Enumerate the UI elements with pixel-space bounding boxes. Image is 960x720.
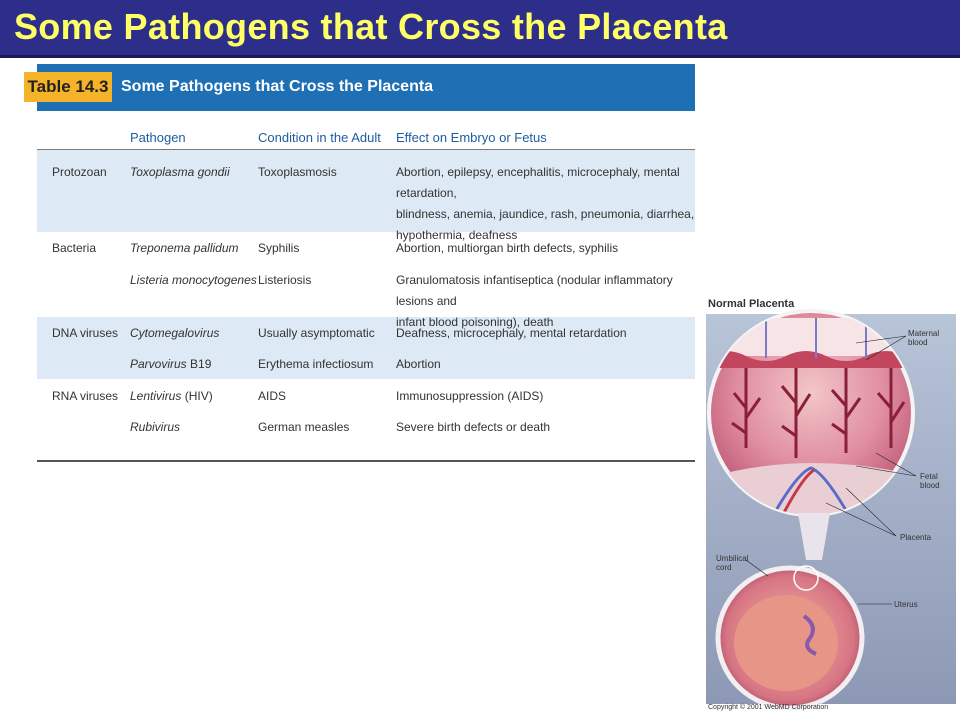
slide-title: Some Pathogens that Cross the Placenta <box>14 6 728 47</box>
pathogen-name: Parvovirus B19 <box>130 354 211 375</box>
effect-line: blindness, anemia, jaundice, rash, pneum… <box>396 207 695 221</box>
effect-line: Abortion, multiorgan birth defects, syph… <box>396 241 619 255</box>
effect-cell: Severe birth defects or death <box>396 417 550 438</box>
label-placenta: Placenta <box>900 533 932 542</box>
effect-line: Abortion, epilepsy, encephalitis, microc… <box>396 165 680 200</box>
effect-cell: Granulomatosis infantiseptica (nodular i… <box>396 270 708 333</box>
pathogen-genus: Lentivirus <box>130 389 182 403</box>
cord-connector <box>798 513 830 560</box>
pathogen-genus: Parvovirus <box>130 357 187 371</box>
leader-lines <box>745 335 917 605</box>
band-dna-viruses <box>37 317 695 379</box>
umbilical-cord-shape <box>802 614 817 656</box>
pathogen-name: Treponema pallidum <box>130 241 239 255</box>
fetus-shape <box>734 595 838 691</box>
pathogen-table: Table 14.3 Some Pathogens that Cross the… <box>14 58 708 468</box>
effect-line: infant blood poisoning), death <box>396 315 554 329</box>
placenta-illustration: Normal Placenta <box>706 298 956 718</box>
effect-line: Severe birth defects or death <box>396 420 551 434</box>
effect-cell: Deafness, microcephaly, mental retardati… <box>396 323 627 344</box>
condition-cell: Erythema infectiosum <box>258 357 374 371</box>
table-number: Table 14.3 <box>24 72 112 102</box>
column-header-effect: Effect on Embryo or Fetus <box>396 130 547 145</box>
label-maternal-blood: Maternal blood <box>908 329 940 347</box>
condition-cell: Usually asymptomatic <box>258 326 375 340</box>
header-rule <box>37 149 695 150</box>
condition-cell: German measles <box>258 420 350 434</box>
column-header-condition: Condition in the Adult <box>258 130 381 145</box>
effect-cell: Abortion <box>396 354 441 375</box>
effect-line: Immunosuppression (AIDS) <box>396 389 544 403</box>
group-label: DNA viruses <box>52 326 119 340</box>
pathogen-name: Cytomegalovirus <box>130 326 220 340</box>
label-fetal-blood: Fetal blood <box>920 472 940 490</box>
pathogen-name: Rubivirus <box>130 420 181 434</box>
label-umbilical-cord: Umbilical cord <box>716 554 749 572</box>
pathogen-name: Lentivirus (HIV) <box>130 386 213 407</box>
pathogen-suffix: B19 <box>186 357 212 371</box>
effect-line: hypothermia, deafness <box>396 228 518 242</box>
title-bar: Some Pathogens that Cross the Placenta <box>0 0 960 58</box>
illustration-title: Normal Placenta <box>708 298 795 310</box>
column-header-pathogen: Pathogen <box>130 130 186 145</box>
placenta-diagram <box>706 309 956 711</box>
condition-cell: AIDS <box>258 389 287 403</box>
effect-cell: Immunosuppression (AIDS) <box>396 386 543 407</box>
pathogen-name: Listeria monocytogenes <box>130 273 257 287</box>
condition-cell: Syphilis <box>258 241 300 255</box>
pathogen-suffix: (HIV) <box>181 389 213 403</box>
effect-line: Granulomatosis infantiseptica (nodular i… <box>396 273 673 308</box>
table-caption: Some Pathogens that Cross the Placenta <box>121 78 434 95</box>
copyright-notice: Copyright © 2001 WebMD Corporation <box>708 704 829 711</box>
label-uterus: Uterus <box>894 600 918 609</box>
magnify-marker <box>793 565 819 591</box>
condition-cell: Listeriosis <box>258 273 312 287</box>
table-bottom-rule <box>37 460 695 462</box>
pathogen-name: Toxoplasma gondii <box>130 165 230 179</box>
table-header: Table 14.3 Some Pathogens that Cross the… <box>24 64 695 111</box>
effect-cell: Abortion, multiorgan birth defects, syph… <box>396 238 618 259</box>
band-protozoan <box>37 150 695 232</box>
group-label: Bacteria <box>52 241 97 255</box>
effect-cell: Abortion, epilepsy, encephalitis, microc… <box>396 162 708 246</box>
group-label: Protozoan <box>52 165 107 179</box>
group-label: RNA viruses <box>52 389 119 403</box>
condition-cell: Toxoplasmosis <box>258 165 337 179</box>
effect-line: Abortion <box>396 357 441 371</box>
effect-line: Deafness, microcephaly, mental retardati… <box>396 326 627 340</box>
